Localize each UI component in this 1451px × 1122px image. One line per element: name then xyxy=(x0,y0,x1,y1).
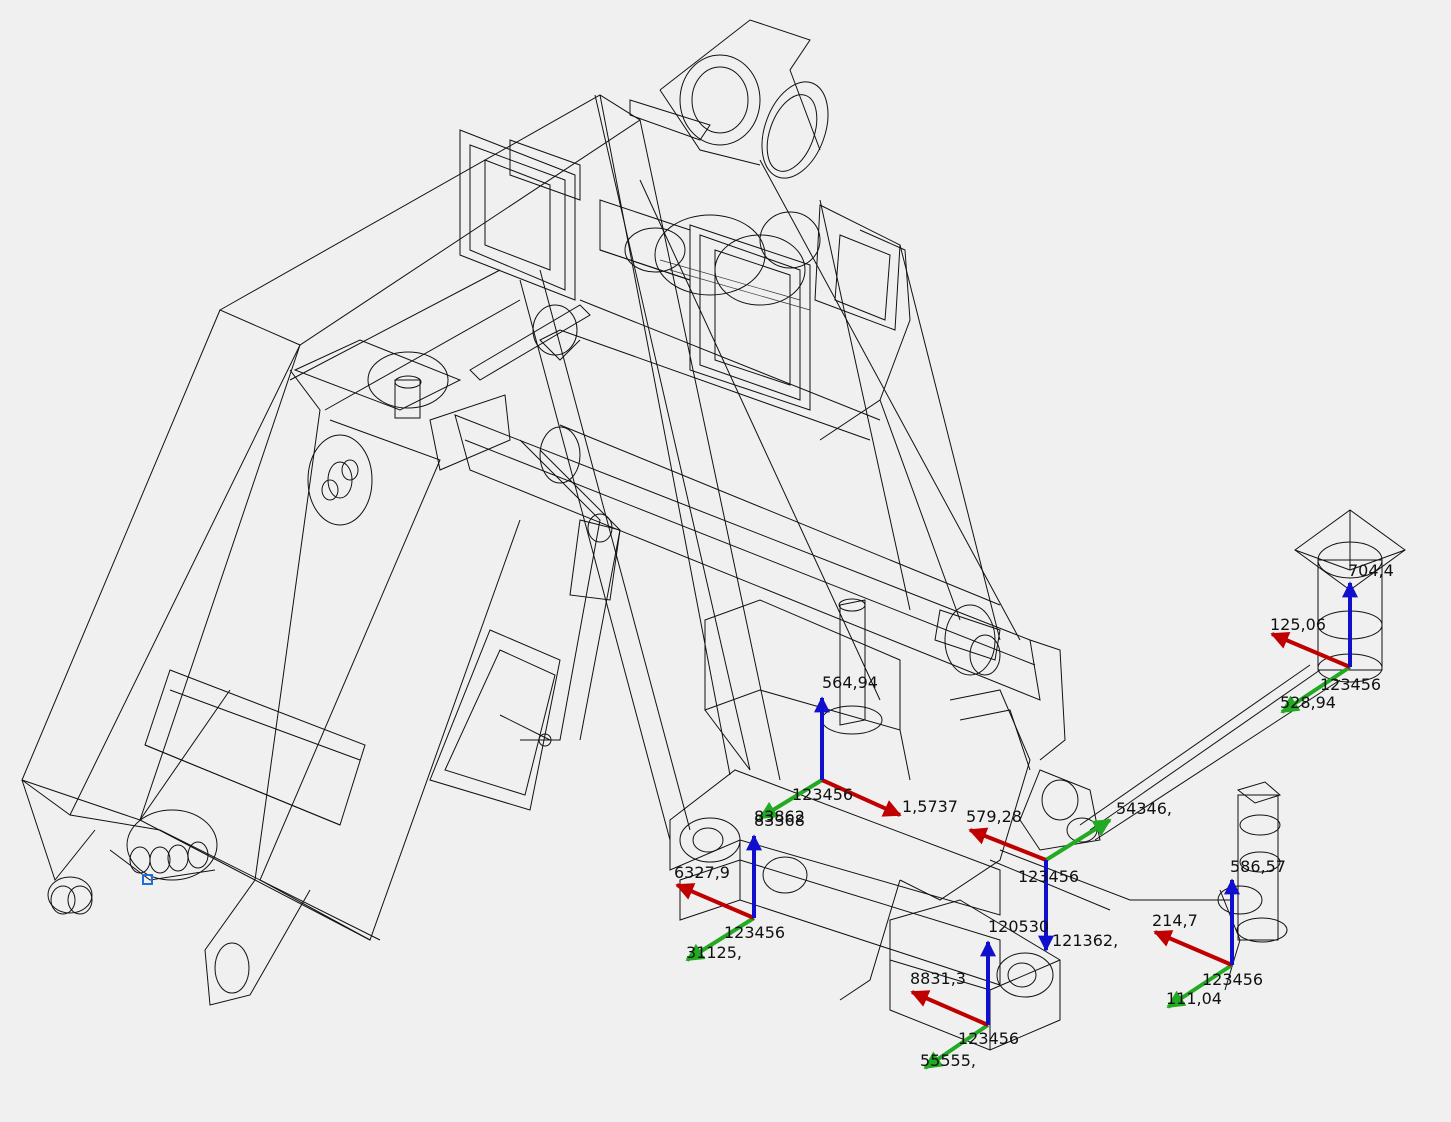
center-node-x-value: 579,28 xyxy=(966,807,1022,826)
frame-top-node-z-value: 564,94 xyxy=(822,673,878,692)
left-bottom-node-node-id: 123456 xyxy=(724,923,785,942)
front-bottom-node-x-arrow xyxy=(910,990,989,1027)
left-bottom-node-y-value: 31125, xyxy=(686,943,742,962)
right-top-node-x-arrow xyxy=(1270,632,1351,669)
left-bottom-node-x-arrow xyxy=(675,883,755,920)
center-node-z-value: 121362, xyxy=(1052,931,1118,950)
right-bottom-node-node-id: 123456 xyxy=(1202,970,1263,989)
front-bottom-node-y-value: 55555, xyxy=(920,1051,976,1070)
right-bottom-node-y-arrow xyxy=(1166,963,1234,1009)
frame-top-node-node-id: 123456 xyxy=(792,785,853,804)
front-bottom-node-x-value: 8831,3 xyxy=(910,969,966,988)
front-bottom-node-y-arrow xyxy=(923,1023,990,1070)
front-bottom-node-z-value: 120530 xyxy=(988,917,1049,936)
selection-marker[interactable] xyxy=(142,874,153,885)
right-bottom-node-x-value: 214,7 xyxy=(1152,911,1198,930)
frame-top-node-y2-value: 83368 xyxy=(754,811,805,830)
right-top-node-y-arrow xyxy=(1280,665,1352,714)
left-bottom-node-y-arrow xyxy=(685,916,756,962)
right-bottom-node-z-value: 586,57 xyxy=(1230,857,1286,876)
top-frame xyxy=(459,19,911,441)
center-node-y-value: 54346, xyxy=(1116,799,1172,818)
frame-top-node-x-value: 1,5737 xyxy=(902,797,958,816)
main-beams xyxy=(429,94,1066,841)
right-bottom-node-x-arrow xyxy=(1153,930,1233,967)
left-bottom-node-x-value: 6327,9 xyxy=(674,863,730,882)
frame-top-node-y-value: 83862 xyxy=(754,807,805,826)
right-top-node-x-value: 125,06 xyxy=(1270,615,1326,634)
right-top-node-y-value: 528,94 xyxy=(1280,693,1336,712)
frame-top-node-y-arrow xyxy=(758,778,824,820)
right-top-node-node-id: 123456 xyxy=(1320,675,1381,694)
right-struts xyxy=(1217,509,1406,991)
right-top-node-z-value: 704,4 xyxy=(1348,561,1394,580)
right-bottom-node-y-value: 111,04 xyxy=(1166,989,1222,1008)
center-node-x-arrow xyxy=(968,827,1047,862)
center-node-y-arrow xyxy=(1044,818,1112,862)
frame-top-node-x-arrow xyxy=(821,778,902,817)
center-node-node-id: 123456 xyxy=(1018,867,1079,886)
left-boom-arm xyxy=(21,94,641,1006)
front-bottom-node-node-id: 123456 xyxy=(958,1029,1019,1048)
